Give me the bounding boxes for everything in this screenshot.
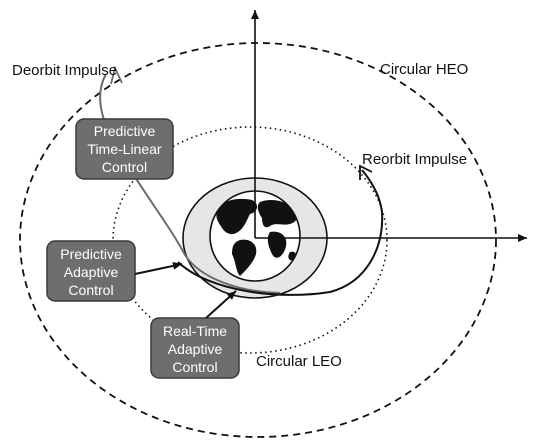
box2-line2: Adaptive xyxy=(64,264,119,280)
reorbit-impulse-label: Reorbit Impulse xyxy=(362,151,467,168)
leo-orbit xyxy=(112,126,388,354)
box2-line3: Control xyxy=(68,282,113,298)
predictive-time-linear-control-box: Predictive Time-Linear Control xyxy=(75,118,174,180)
circular-leo-label: Circular LEO xyxy=(256,353,342,370)
deorbit-impulse-label: Deorbit Impulse xyxy=(12,62,117,79)
deorbit-arrowhead xyxy=(110,65,123,85)
box3-line3: Control xyxy=(172,359,217,375)
box1-line3: Control xyxy=(102,159,147,175)
reorbit-arrowhead xyxy=(359,164,373,180)
predictive-adaptive-arrow xyxy=(134,261,183,275)
box3-line2: Adaptive xyxy=(168,341,223,357)
box1-line1: Predictive xyxy=(94,123,156,139)
real-time-adaptive-control-box: Real-Time Adaptive Control xyxy=(150,317,240,379)
descent-trajectory xyxy=(99,73,281,294)
predictive-adaptive-control-box: Predictive Adaptive Control xyxy=(46,240,136,302)
circular-heo-label: Circular HEO xyxy=(380,61,468,78)
box2-line1: Predictive xyxy=(60,246,122,262)
real-time-adaptive-arrow xyxy=(205,290,237,319)
box3-line1: Real-Time xyxy=(163,323,227,339)
box1-line2: Time-Linear xyxy=(87,141,162,157)
heo-orbit xyxy=(19,42,497,438)
reorbit-trajectory xyxy=(177,169,384,296)
